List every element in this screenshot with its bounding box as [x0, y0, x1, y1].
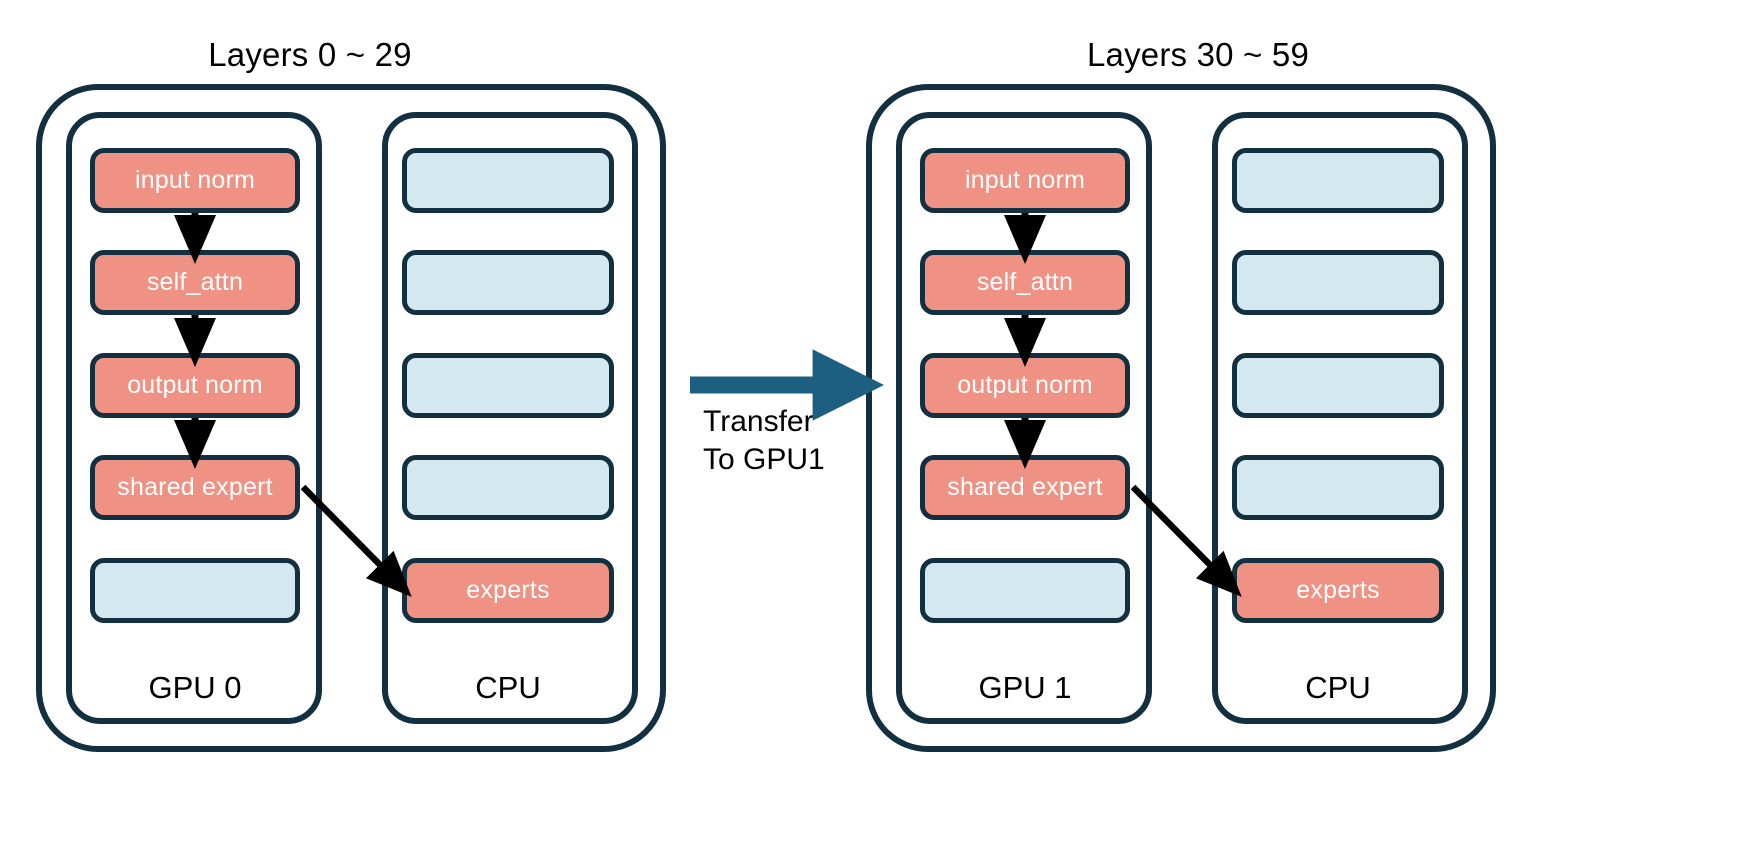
block-cpu0-slot-2[interactable]: [402, 250, 614, 315]
block-gpu0-input-norm[interactable]: input norm: [90, 148, 300, 213]
block-cpu0-experts[interactable]: experts: [402, 558, 614, 623]
block-cpu0-slot-3[interactable]: [402, 353, 614, 418]
block-gpu0-output-norm[interactable]: output norm: [90, 353, 300, 418]
block-gpu0-empty-slot[interactable]: [90, 558, 300, 623]
label-cpu-0: CPU: [475, 670, 541, 705]
label-cpu-1: CPU: [1305, 670, 1371, 705]
label-gpu-1: GPU 1: [978, 670, 1072, 705]
block-cpu1-slot-4[interactable]: [1232, 455, 1444, 520]
block-gpu1-empty-slot[interactable]: [920, 558, 1130, 623]
block-gpu1-self-attn[interactable]: self_attn: [920, 250, 1130, 315]
block-cpu0-slot-4[interactable]: [402, 455, 614, 520]
block-cpu1-slot-1[interactable]: [1232, 148, 1444, 213]
label-gpu-0: GPU 0: [148, 670, 242, 705]
block-cpu0-slot-1[interactable]: [402, 148, 614, 213]
transfer-label-line1: Transfer: [703, 405, 814, 438]
panel-right-title: Layers 30 ~ 59: [1086, 36, 1310, 73]
block-gpu1-output-norm[interactable]: output norm: [920, 353, 1130, 418]
block-gpu0-self-attn[interactable]: self_attn: [90, 250, 300, 315]
block-cpu1-slot-2[interactable]: [1232, 250, 1444, 315]
block-gpu1-input-norm[interactable]: input norm: [920, 148, 1130, 213]
transfer-arrow-label: Transfer To GPU1: [703, 403, 883, 480]
block-cpu1-experts[interactable]: experts: [1232, 558, 1444, 623]
block-cpu1-slot-3[interactable]: [1232, 353, 1444, 418]
block-gpu1-shared-expert[interactable]: shared expert: [920, 455, 1130, 520]
block-gpu0-shared-expert[interactable]: shared expert: [90, 455, 300, 520]
transfer-label-line2: To GPU1: [703, 443, 825, 477]
panel-left-title: Layers 0 ~ 29: [208, 36, 412, 73]
